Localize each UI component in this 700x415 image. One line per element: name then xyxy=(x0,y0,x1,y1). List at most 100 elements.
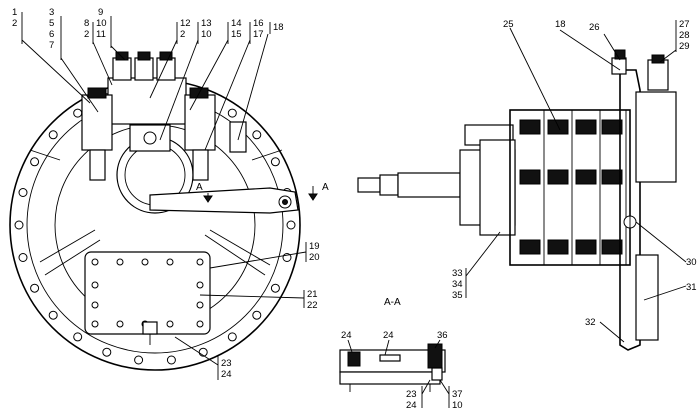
callout-24-section-c: 24 xyxy=(406,400,417,411)
callout-10: 10 xyxy=(96,18,107,29)
section-title: A-A xyxy=(384,297,401,308)
clutch-disc xyxy=(519,239,541,255)
clutch-disc xyxy=(519,119,541,135)
callout-33: 33 xyxy=(452,268,463,279)
cover-bolt xyxy=(116,320,124,328)
section-mark-right: A xyxy=(322,182,329,193)
callout-31: 31 xyxy=(686,282,697,293)
callout-22: 22 xyxy=(307,300,318,311)
callout-18-right: 18 xyxy=(555,19,566,30)
callout-35: 35 xyxy=(452,290,463,301)
bolt-hole xyxy=(73,332,83,342)
callout-36: 36 xyxy=(437,330,448,341)
callout-16: 16 xyxy=(253,18,264,29)
front-view-callouts: 1 2 3 5 6 7 8 2 9 10 11 12 2 13 10 14 15… xyxy=(12,7,320,380)
callout-6: 6 xyxy=(49,29,54,40)
callout-1: 1 xyxy=(12,7,17,18)
front-view: A A xyxy=(9,51,329,371)
clutch-disc xyxy=(601,169,623,185)
bolt-hole xyxy=(14,220,24,230)
front-view-leaders xyxy=(21,12,307,380)
cover-bolt xyxy=(91,281,99,289)
callout-9: 9 xyxy=(98,7,103,18)
bolt-hole xyxy=(227,332,237,342)
side-view-leaders xyxy=(465,20,687,343)
callout-24-section-b: 24 xyxy=(383,330,394,341)
bolt-hole xyxy=(18,253,28,262)
callout-8: 8 xyxy=(84,18,89,29)
clutch-disc xyxy=(519,169,541,185)
clutch-disc xyxy=(547,119,569,135)
bolt-hole xyxy=(270,157,280,167)
callout-10b: 10 xyxy=(201,29,212,40)
bolt-hole xyxy=(30,157,40,167)
callout-28: 28 xyxy=(679,30,690,41)
bolt-hole xyxy=(18,188,28,197)
bolt-hole xyxy=(30,283,40,293)
bolt-hole xyxy=(134,355,144,365)
clutch-disc xyxy=(547,169,569,185)
cover-bolt xyxy=(116,258,124,266)
bolt-hole xyxy=(252,130,262,140)
callout-2b: 2 xyxy=(84,29,89,40)
bolt-hole xyxy=(252,310,262,320)
clutch-disc xyxy=(575,169,597,185)
bolt-hole xyxy=(270,283,280,293)
callout-30: 30 xyxy=(686,257,697,268)
callout-18: 18 xyxy=(273,22,284,33)
clutch-disc xyxy=(601,239,623,255)
callout-7: 7 xyxy=(49,40,54,51)
callout-20: 20 xyxy=(309,252,320,263)
callout-26: 26 xyxy=(589,22,600,33)
callout-27: 27 xyxy=(679,19,690,30)
clutch-disc xyxy=(601,119,623,135)
cover-bolt xyxy=(91,301,99,309)
bolt-hole xyxy=(286,220,296,230)
flange-bolt-holes xyxy=(14,85,296,365)
callout-15: 15 xyxy=(231,29,242,40)
callout-5: 5 xyxy=(49,18,54,29)
bolt-hole xyxy=(166,355,176,365)
callout-23-section: 23 xyxy=(406,389,417,400)
bolt-hole xyxy=(48,310,58,320)
side-view xyxy=(357,49,677,351)
cover-bolt xyxy=(166,320,174,328)
callout-25: 25 xyxy=(503,19,514,30)
cover-bolt xyxy=(91,320,99,328)
section-a-a: A-A xyxy=(339,297,450,408)
clutch-disc xyxy=(547,239,569,255)
side-view-callouts: 25 18 26 27 28 29 30 31 32 33 34 35 xyxy=(452,19,697,328)
callout-29: 29 xyxy=(679,41,690,52)
callout-3: 3 xyxy=(49,7,54,18)
cover-bolt xyxy=(196,258,204,266)
clutch-packs xyxy=(519,110,627,265)
bolt-hole xyxy=(73,108,83,118)
bolt-hole xyxy=(227,108,237,118)
cover-bolt xyxy=(141,258,149,266)
callout-12: 12 xyxy=(180,18,191,29)
callout-13: 13 xyxy=(201,18,212,29)
callout-24: 24 xyxy=(221,369,232,380)
callout-23: 23 xyxy=(221,358,232,369)
callout-37: 37 xyxy=(452,389,463,400)
callout-2c: 2 xyxy=(180,29,185,40)
cover-bolt xyxy=(166,258,174,266)
callout-34: 34 xyxy=(452,279,463,290)
bolt-hole xyxy=(48,130,58,140)
callout-32: 32 xyxy=(585,317,596,328)
callout-24-section-a: 24 xyxy=(341,330,352,341)
section-callouts: 24 24 36 23 24 37 10 xyxy=(341,330,463,411)
clutch-disc xyxy=(575,239,597,255)
clutch-disc xyxy=(575,119,597,135)
bolt-hole xyxy=(102,347,112,357)
callout-17: 17 xyxy=(253,29,264,40)
callout-10-section: 10 xyxy=(452,400,463,411)
callout-21: 21 xyxy=(307,289,318,300)
callout-19: 19 xyxy=(309,241,320,252)
cover-bolt xyxy=(196,281,204,289)
callout-14: 14 xyxy=(231,18,242,29)
callout-11: 11 xyxy=(96,29,106,40)
section-mark-left: A xyxy=(196,182,203,193)
callout-2: 2 xyxy=(12,18,17,29)
